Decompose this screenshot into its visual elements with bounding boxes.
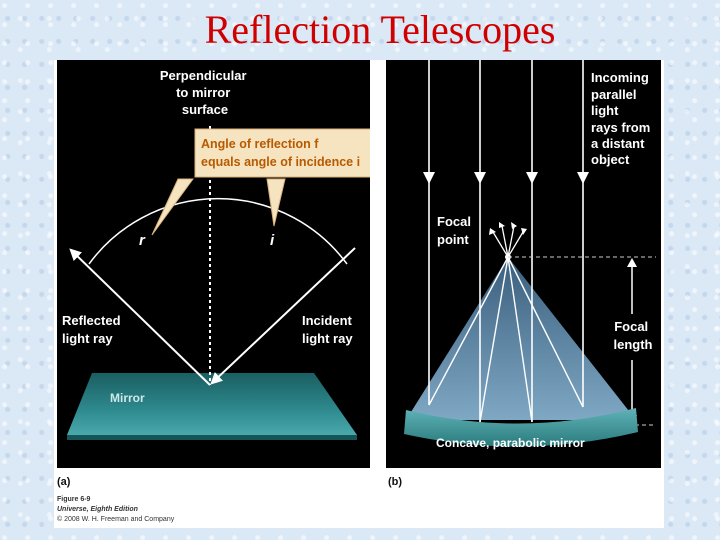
parabolic-mirror-label: Concave, parabolic mirror (436, 436, 585, 450)
panel-b-parabolic-mirror: Incoming parallel light rays from a dist… (386, 60, 661, 468)
figure-number: Figure 6-9 (57, 496, 91, 503)
callout-box (194, 128, 370, 178)
perpendicular-label: Perpendicular to mirror surface (160, 68, 250, 117)
incoming-rays (428, 60, 584, 422)
incoming-rays-label: Incoming parallel light rays from a dist… (591, 70, 654, 167)
reflected-ray-label: Reflected light ray (62, 313, 124, 346)
panel-a-reflection: Angle of reflection f equals angle of in… (57, 60, 370, 468)
converging-rays (428, 256, 584, 423)
reflection-cone (406, 257, 636, 420)
incident-ray-label: Incident light ray (302, 313, 355, 346)
callout-line-2: equals angle of incidence i (201, 155, 360, 169)
copyright: © 2008 W. H. Freeman and Company (57, 516, 175, 523)
mirror-label: Mirror (110, 391, 145, 405)
caption-b: (b) (388, 476, 403, 488)
caption-a: (a) (57, 476, 71, 488)
angle-arc (88, 197, 348, 265)
callout-pointer (266, 178, 286, 227)
parabolic-mirror (404, 408, 638, 447)
focal-length-label: Focal length (614, 319, 653, 352)
callout-pointer (151, 178, 194, 236)
figure: Angle of reflection f equals angle of in… (54, 60, 664, 528)
focal-point-label: Focal point (437, 214, 475, 247)
angle-i-label: i (270, 232, 275, 249)
reflected-ray (69, 248, 211, 386)
mirror-a (67, 373, 357, 435)
callout-line-1: Angle of reflection f (201, 137, 319, 151)
incident-ray (210, 247, 356, 385)
diverging-rays (492, 225, 524, 258)
book-title: Universe, Eighth Edition (57, 506, 138, 513)
ray-arrows (423, 172, 589, 184)
angle-r-label: r (139, 232, 146, 249)
slide-title: Reflection Telescopes (204, 7, 556, 52)
